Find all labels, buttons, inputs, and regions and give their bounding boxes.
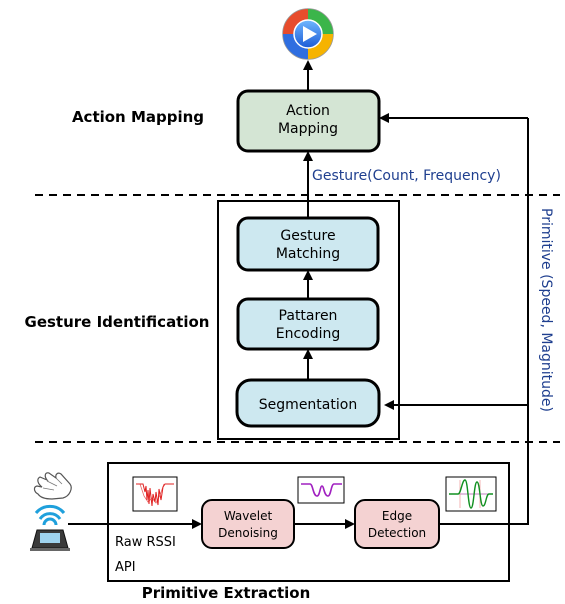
node-wavelet-denoising-line2: Denoising xyxy=(218,526,278,540)
node-pattern-encoding-line1: Pattaren xyxy=(279,308,338,324)
edge-gesture-label: Gesture(Count, Frequency) xyxy=(312,168,501,184)
node-edge-detection-line2: Detection xyxy=(368,526,426,540)
node-pattern-encoding: Pattaren Encoding xyxy=(236,297,380,351)
node-gesture-matching-line1: Gesture xyxy=(280,228,335,244)
node-segmentation-label: Segmentation xyxy=(259,397,357,413)
node-segmentation: Segmentation xyxy=(235,378,381,428)
node-wavelet-denoising: Wavelet Denoising xyxy=(201,499,295,549)
edge-primitive-label: Primitive (Speed, Magnitude) xyxy=(538,208,554,412)
edge-edge-detection-to-bus xyxy=(439,118,529,525)
section-label-gesture-identification: Gesture Identification xyxy=(25,313,210,331)
denoised-signal-thumbnail xyxy=(297,476,345,504)
section-label-action-mapping: Action Mapping xyxy=(72,108,204,126)
node-action-mapping: Action Mapping xyxy=(236,89,381,153)
node-edge-detection: Edge Detection xyxy=(354,499,440,549)
node-edge-detection-line1: Edge xyxy=(382,509,412,523)
api-label: API xyxy=(115,560,136,575)
node-action-mapping-line1: Action xyxy=(286,103,330,119)
section-label-primitive-extraction: Primitive Extraction xyxy=(142,584,311,602)
primitive-extraction-frame xyxy=(107,462,510,582)
hand-gesture-icon xyxy=(33,472,72,500)
raw-signal-thumbnail xyxy=(132,476,178,512)
edge-signal-thumbnail xyxy=(445,476,497,512)
node-pattern-encoding-line2: Encoding xyxy=(276,326,341,342)
media-player-icon xyxy=(282,8,334,60)
node-gesture-matching: Gesture Matching xyxy=(236,216,380,272)
node-wavelet-denoising-line1: Wavelet xyxy=(224,509,273,523)
wifi-phone-icon xyxy=(30,504,70,551)
node-action-mapping-line2: Mapping xyxy=(278,121,338,137)
node-gesture-matching-line2: Matching xyxy=(276,246,340,262)
edge-raw-rssi-label: Raw RSSI xyxy=(115,535,176,550)
